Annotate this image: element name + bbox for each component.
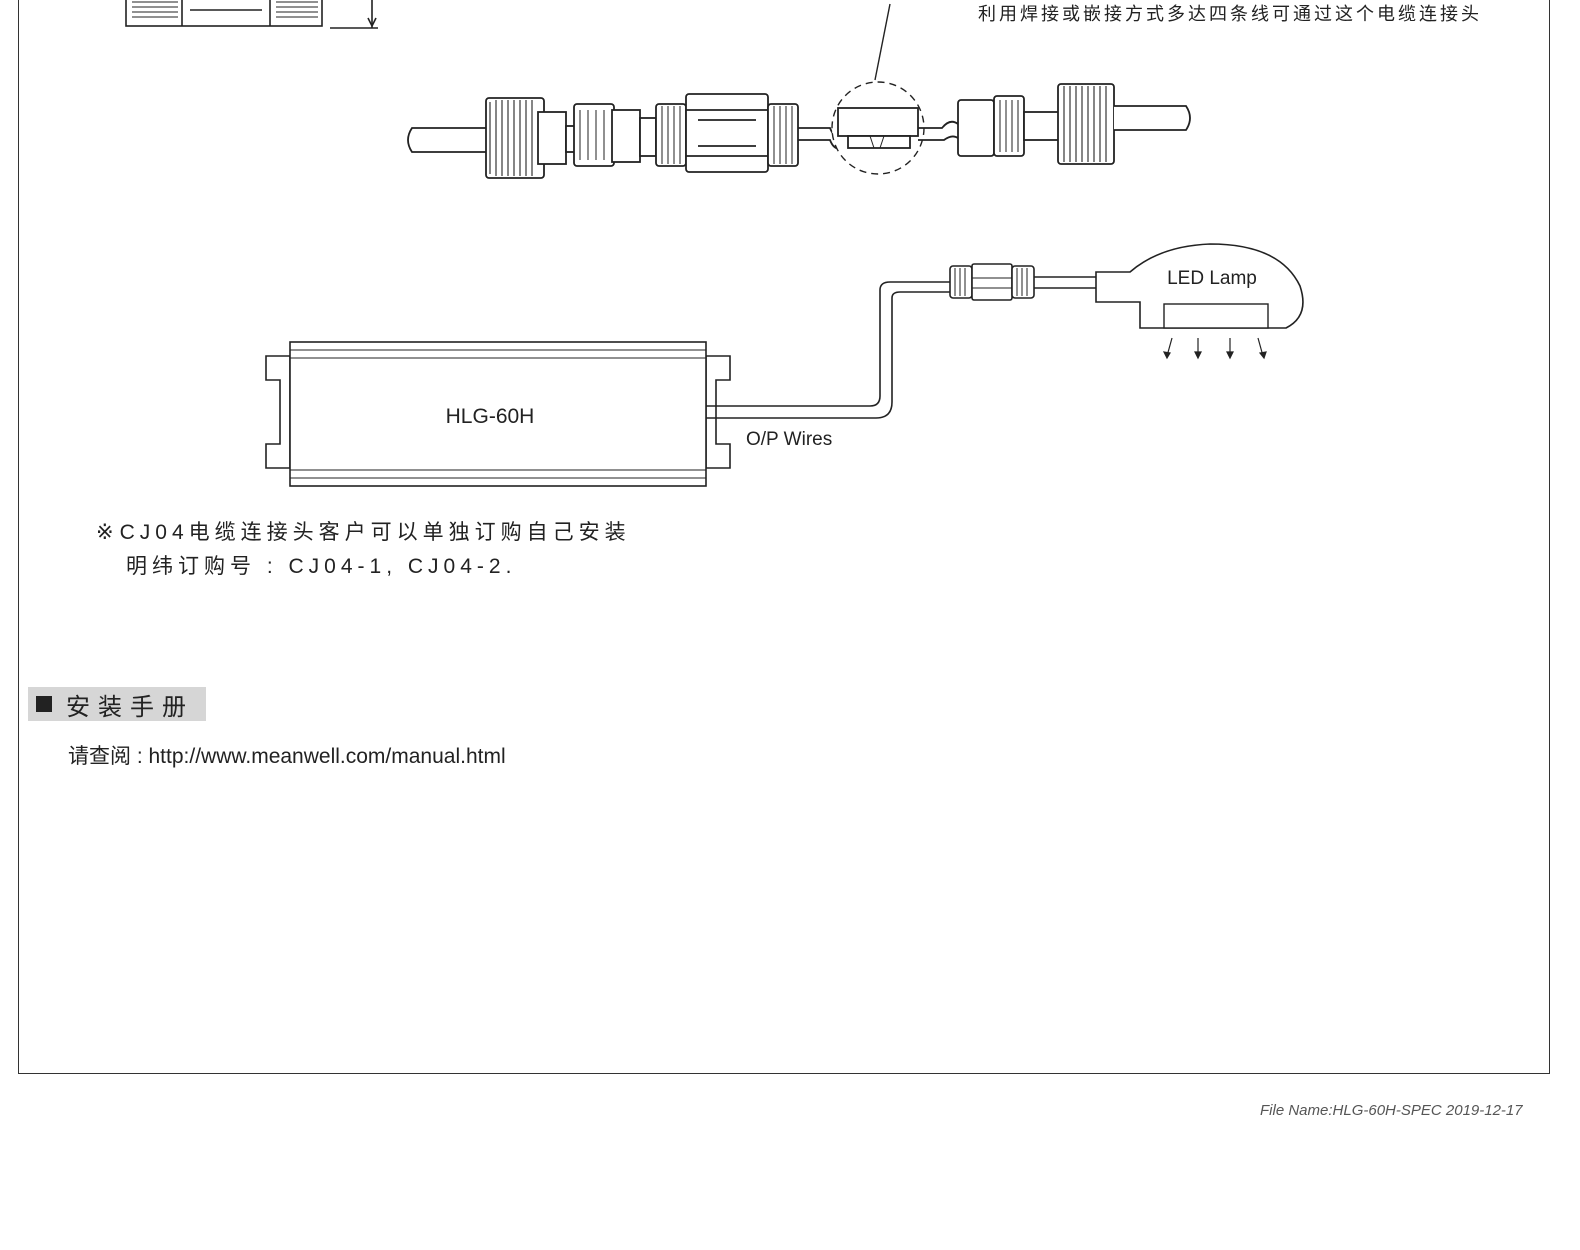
lamp-label: LED Lamp — [1167, 268, 1257, 289]
manual-reference: 请查阅 : http://www.meanwell.com/manual.htm… — [68, 745, 506, 768]
partial-connector-drawing — [125, 0, 378, 29]
section-title: 安装手册 — [66, 693, 194, 721]
leader-line — [874, 3, 891, 81]
section-bullet-icon — [36, 696, 52, 712]
driver-unit — [265, 341, 731, 487]
inline-connector — [949, 263, 1035, 301]
footer-file-name: File Name:HLG-60H-SPEC 2019-12-17 — [1260, 1102, 1523, 1119]
note-text-1: CJ04电缆连接头客户可以单独订购自己安装 — [119, 521, 631, 544]
led-lamp-lens — [1163, 303, 1269, 329]
page-frame — [18, 0, 1550, 1074]
wires-label: O/P Wires — [746, 429, 832, 450]
section-header: 安装手册 — [28, 687, 206, 721]
output-wire — [706, 281, 950, 407]
exploded-connector — [407, 81, 1191, 179]
note-line-2: 明纬订购号 : CJ04-1, CJ04-2. — [126, 555, 517, 578]
connector-note: 利用焊接或嵌接方式多达四条线可通过这个电缆连接头 — [978, 4, 1482, 24]
driver-label: HLG-60H — [446, 405, 535, 428]
note-line-1: ※CJ04电缆连接头客户可以单独订购自己安装 — [96, 516, 631, 546]
note-mark: ※ — [96, 521, 114, 544]
light-rays — [1162, 337, 1267, 360]
